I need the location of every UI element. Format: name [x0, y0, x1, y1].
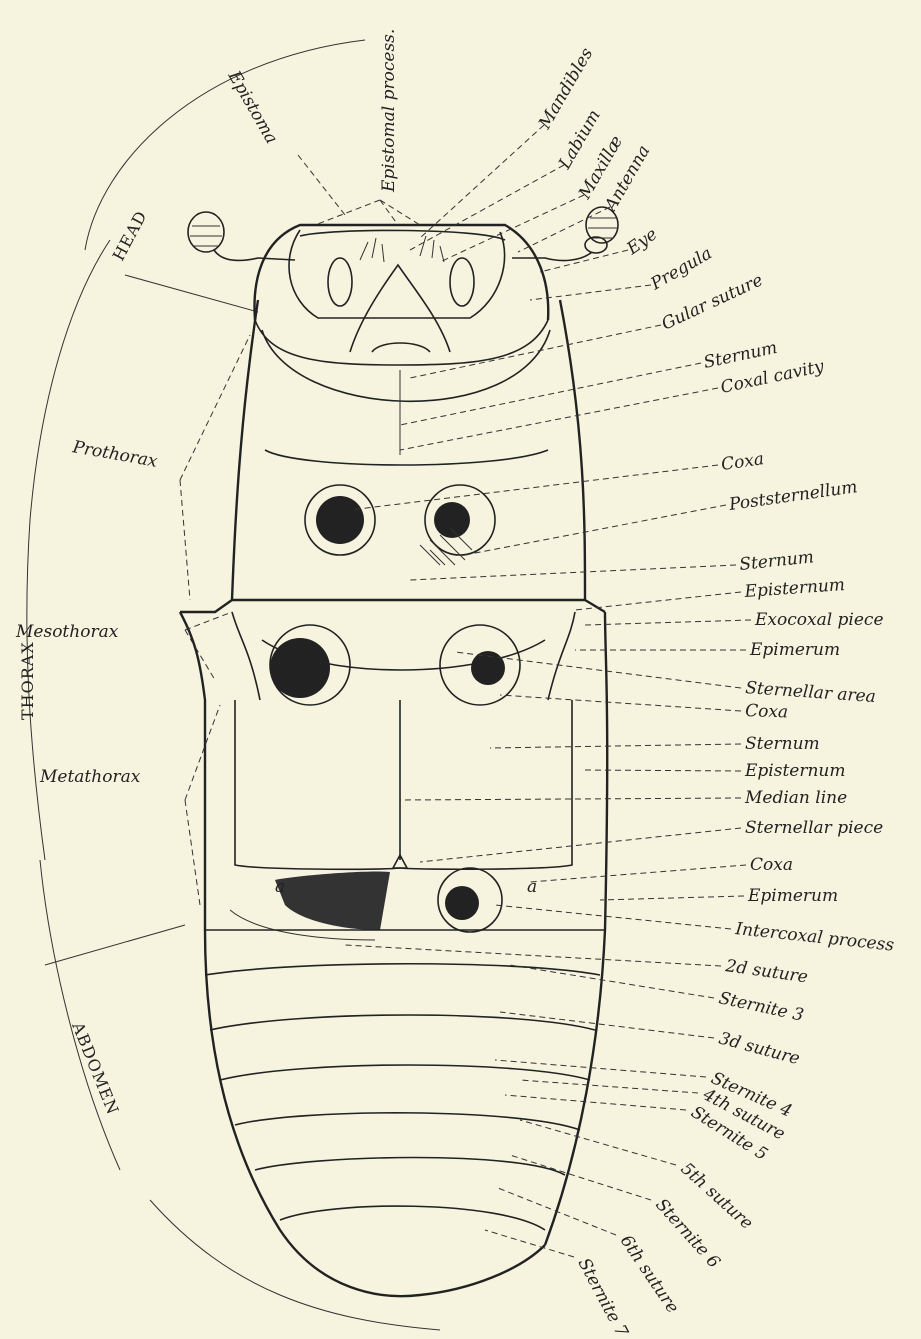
leader-sternellar-piece-20 — [420, 828, 741, 862]
leader-mandibles-0 — [420, 125, 544, 238]
leader-sternum-17 — [490, 744, 741, 748]
leader-5th-suture-30 — [520, 1120, 676, 1165]
label-mesothorax: Mesothorax — [15, 622, 119, 642]
label-prothorax: Prothorax — [70, 437, 159, 472]
leader-coxa-9 — [350, 465, 718, 510]
leader-sternum-7 — [400, 363, 701, 425]
leader-3d-suture-26 — [500, 1012, 714, 1038]
label-sternum-17: Sternum — [745, 734, 820, 754]
leader-coxa-21 — [530, 865, 746, 882]
leader-episternum-18 — [585, 770, 741, 771]
leader-sternite-5-29 — [505, 1095, 686, 1110]
label-episternum-18: Episternum — [744, 761, 846, 781]
region-thorax-label: THORAX — [18, 641, 37, 720]
label-2d-suture-24: 2d suture — [723, 956, 809, 987]
label-intercoxal-process-23: Intercoxal process — [733, 919, 895, 956]
label-metathorax: Metathorax — [39, 767, 141, 787]
leader-gular-suture-6 — [410, 325, 661, 378]
label-epistoma: Epistoma — [223, 67, 281, 148]
mesothorax — [180, 612, 607, 930]
label-sternum-11: Sternum — [738, 547, 814, 575]
head — [255, 225, 549, 365]
label-median-line-19: Median line — [744, 788, 847, 808]
label-pregula-5: Pregula — [647, 243, 716, 294]
abdomen — [205, 930, 605, 1296]
leader-eye-4 — [540, 250, 628, 272]
label-sternellar-piece-20: Sternellar piece — [745, 818, 883, 838]
label-sternite-7-33: Sternite 7 — [574, 1255, 632, 1339]
label-eye-4: Eye — [623, 224, 662, 259]
leader-antenna-3 — [518, 207, 610, 252]
label-poststernellum-10: Poststernellum — [727, 477, 859, 515]
leader-2d-suture-24 — [345, 945, 721, 966]
label-epimerum-22: Epimerum — [747, 886, 838, 906]
leader-sternite-7-33 — [485, 1230, 574, 1257]
leader-poststernellum-10 — [465, 505, 726, 555]
leader-lines — [180, 155, 420, 905]
region-brackets — [27, 40, 440, 1330]
leader-intercoxal-process-23 — [495, 905, 731, 929]
metathorax: a a — [230, 700, 572, 940]
label-3d-suture-26: 3d suture — [717, 1029, 802, 1070]
leader-exocoxal-piece-13 — [585, 620, 751, 625]
leader-6th-suture-32 — [498, 1188, 616, 1235]
label-coxa-16: Coxa — [745, 701, 789, 722]
label-coxa-9: Coxa — [720, 449, 765, 475]
label-a-left: a — [275, 877, 285, 897]
region-head-label: HEAD — [109, 207, 151, 264]
label-episternum-12: Episternum — [743, 575, 846, 602]
leader-sternite-3-25 — [510, 965, 714, 998]
leader-coxa-16 — [500, 695, 741, 711]
label-6th-suture-32: 6th suture — [616, 1232, 683, 1317]
leader-episternum-12 — [575, 592, 741, 610]
label-exocoxal-piece-13: Exocoxal piece — [754, 610, 884, 630]
region-abdomen-label: ABDOMEN — [68, 1018, 123, 1117]
label-epistomal-process: Epistomal process. — [379, 29, 399, 193]
leader-4th-suture-28 — [520, 1080, 698, 1093]
leader-epimerum-22 — [600, 896, 744, 900]
leader-labium-1 — [410, 165, 564, 250]
label-sternite-6-31: Sternite 6 — [651, 1195, 724, 1273]
label-epimerum-14: Epimerum — [749, 640, 840, 660]
leader-median-line-19 — [400, 798, 741, 800]
label-a-right: a — [527, 877, 537, 897]
prothorax — [180, 300, 605, 612]
leader-sternum-11 — [410, 565, 736, 580]
leader-sternite-4-27 — [495, 1060, 706, 1077]
leader-sternite-6-31 — [510, 1155, 651, 1200]
label-sternite-3-25: Sternite 3 — [717, 988, 805, 1025]
antennae — [188, 207, 618, 260]
leader-coxal-cavity-8 — [400, 388, 718, 450]
label-coxa-21: Coxa — [750, 855, 793, 875]
